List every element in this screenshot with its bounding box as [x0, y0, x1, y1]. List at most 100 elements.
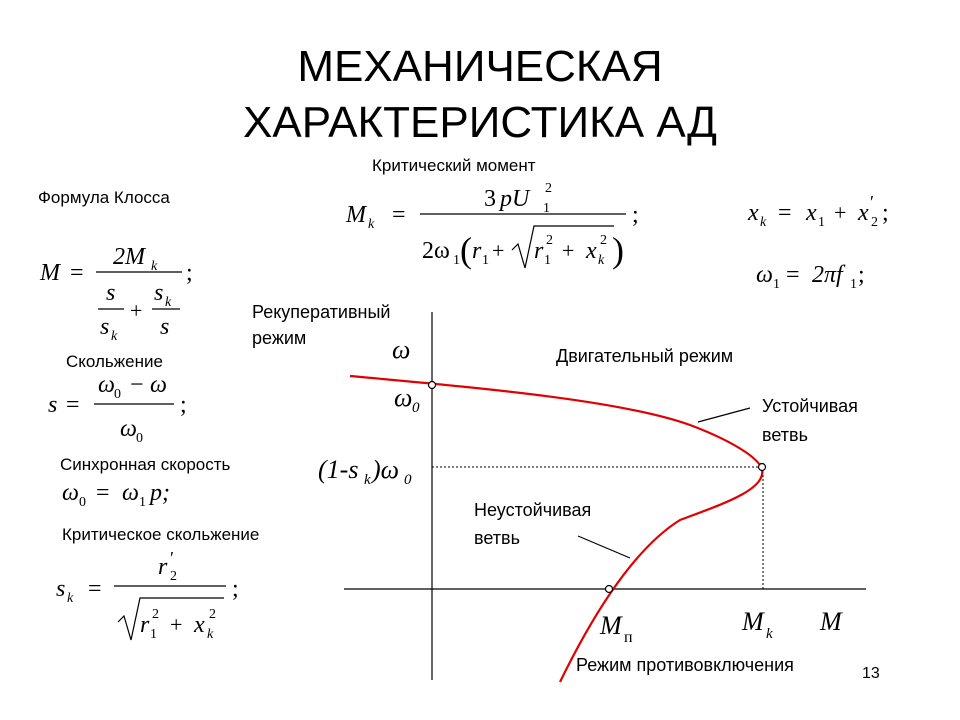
- label-sync-speed: Синхронная скорость: [60, 455, 231, 474]
- crit-slip-num-sub: 2: [170, 569, 177, 584]
- axis-omega0-label: ω: [394, 383, 412, 412]
- leader-unstable: [577, 535, 631, 559]
- sync-eq: =: [96, 480, 110, 506]
- sync-lhs-sub: 0: [79, 495, 86, 510]
- crit-moment-den-a-sub: 1: [482, 253, 489, 268]
- sync-rhs-sub: 1: [139, 495, 146, 510]
- axis-labels: ω ω 0 (1-s k )ω 0 M M п M k: [318, 335, 843, 646]
- svg-text:;: ;: [180, 392, 187, 418]
- crit-moment-num-b: pU: [498, 186, 531, 212]
- xk-a: x: [805, 200, 817, 226]
- svg-text:;: ;: [232, 576, 239, 602]
- crit-moment-den-b-sup: 2: [546, 233, 553, 248]
- crit-slip-lhs: s: [56, 576, 65, 602]
- label-unstable-line-2: ветвь: [474, 528, 520, 548]
- slip-den: ω: [120, 416, 137, 442]
- crit-moment-den-c-sup: 2: [600, 233, 607, 248]
- label-stable-line-1: Устойчивая: [762, 396, 858, 416]
- crit-slip-lhs-sub: k: [67, 591, 74, 606]
- omega1-lhs: ω: [756, 262, 773, 288]
- leader-stable: [697, 407, 751, 423]
- axis-sk-label: (1-s: [318, 455, 358, 484]
- crit-moment-den-b: r: [534, 238, 544, 264]
- svg-text:+: +: [492, 238, 504, 263]
- axis-sk-tail-sub: 0: [404, 472, 412, 488]
- omega1-lhs-sub: 1: [773, 277, 780, 292]
- Mk-sub: k: [766, 626, 773, 642]
- xk-b: x: [857, 200, 869, 226]
- crit-moment-den-pre-sub: 1: [453, 253, 460, 268]
- kloss-a-den-sub: k: [111, 329, 118, 344]
- svg-text:;: ;: [632, 202, 639, 228]
- svg-text:=: =: [778, 200, 792, 226]
- crit-moment-den-b-sub: 1: [544, 253, 551, 268]
- omega1-rhs-sub: 1: [850, 277, 857, 292]
- xk-formula: x k = x 1 + x ′ 2 ;: [747, 192, 889, 230]
- crit-slip-num-sup: ′: [170, 548, 174, 568]
- kloss-b-num-sub: k: [165, 295, 172, 310]
- crit-moment-den-pre: 2ω: [422, 238, 450, 264]
- xk-b-sup: ′: [870, 192, 874, 212]
- marker-omega0: [427, 380, 437, 390]
- crit-moment-den-a: r: [472, 238, 482, 264]
- sync-lhs: ω: [62, 480, 79, 506]
- xk-b-sub: 2: [871, 215, 878, 230]
- slide-title-line-2: ХАРАКТЕРИСТИКА АД: [243, 98, 717, 147]
- svg-text:): ): [612, 230, 624, 270]
- slip-den-sub: 0: [136, 431, 143, 446]
- crit-slip-formula: s k = r ′ 2 r 1 2 + x k 2 ;: [56, 548, 239, 642]
- label-regen-line-1: Рекуперативный: [252, 302, 391, 322]
- kloss-plus: +: [130, 298, 142, 323]
- label-unstable-line-1: Неустойчивая: [474, 500, 592, 520]
- slide-title-line-1: МЕХАНИЧЕСКАЯ: [297, 42, 663, 91]
- svg-text:=: =: [88, 576, 102, 602]
- slip-num: ω: [98, 372, 115, 398]
- svg-text:=: =: [392, 202, 406, 228]
- xk-a-sub: 1: [818, 215, 825, 230]
- label-regen-line-2: режим: [252, 328, 307, 348]
- kloss-formula: M = 2M k s s k + s k s ;: [39, 244, 193, 344]
- crit-slip-den-a: r: [140, 612, 150, 638]
- kloss-a-num: s: [106, 280, 115, 306]
- slip-formula: s = ω 0 − ω ω 0 ;: [48, 372, 187, 446]
- page-number: 13: [862, 665, 880, 682]
- omega1-formula: ω 1 = 2πf 1 ;: [756, 262, 865, 292]
- crit-slip-den-b-sup: 2: [209, 607, 216, 622]
- sync-rhs-b: p;: [148, 480, 170, 506]
- crit-slip-den-b-sub: k: [207, 627, 214, 642]
- crit-moment-den-c: x: [585, 238, 597, 264]
- kloss-num: 2M: [113, 244, 147, 270]
- kloss-b-den: s: [160, 314, 169, 340]
- svg-text:;: ;: [858, 262, 865, 288]
- axis-sk-sub: k: [364, 472, 371, 488]
- axis-M-label: M: [819, 607, 843, 636]
- svg-text:;: ;: [882, 200, 889, 226]
- svg-text:+: +: [562, 238, 574, 263]
- axis-sk-tail: )ω: [370, 455, 399, 484]
- kloss-a-den: s: [100, 314, 109, 340]
- label-slip: Скольжение: [66, 352, 163, 371]
- axis-omega0-sub: 0: [412, 400, 420, 416]
- slip-num-sub: 0: [114, 387, 121, 402]
- svg-text:+: +: [170, 612, 182, 637]
- crit-moment-num-sup: 2: [545, 181, 552, 196]
- crit-slip-num: r: [158, 554, 168, 580]
- Mp-label: M: [599, 611, 623, 640]
- slip-num-b: ω: [150, 372, 167, 398]
- xk-lhs-sub: k: [760, 215, 767, 230]
- label-crit-slip: Критическое скольжение: [62, 525, 260, 544]
- svg-text:;: ;: [186, 260, 193, 286]
- kloss-num-sub: k: [151, 259, 158, 274]
- crit-slip-den-a-sup: 2: [152, 607, 159, 622]
- crit-moment-formula: M k = 3 pU 1 2 2ω 1 ( r 1 + r 1 2 + x: [345, 181, 639, 270]
- crit-moment-num: 3: [484, 186, 496, 212]
- label-crit-moment: Критический момент: [372, 156, 536, 175]
- sync-formula: ω 0 = ω 1 p;: [62, 480, 170, 510]
- crit-moment-lhs-sub: k: [368, 217, 375, 232]
- label-motor-mode: Двигательный режим: [556, 346, 734, 366]
- svg-text:=: =: [70, 260, 84, 286]
- omega1-rhs: 2πf: [812, 262, 846, 288]
- svg-text:(: (: [460, 230, 472, 270]
